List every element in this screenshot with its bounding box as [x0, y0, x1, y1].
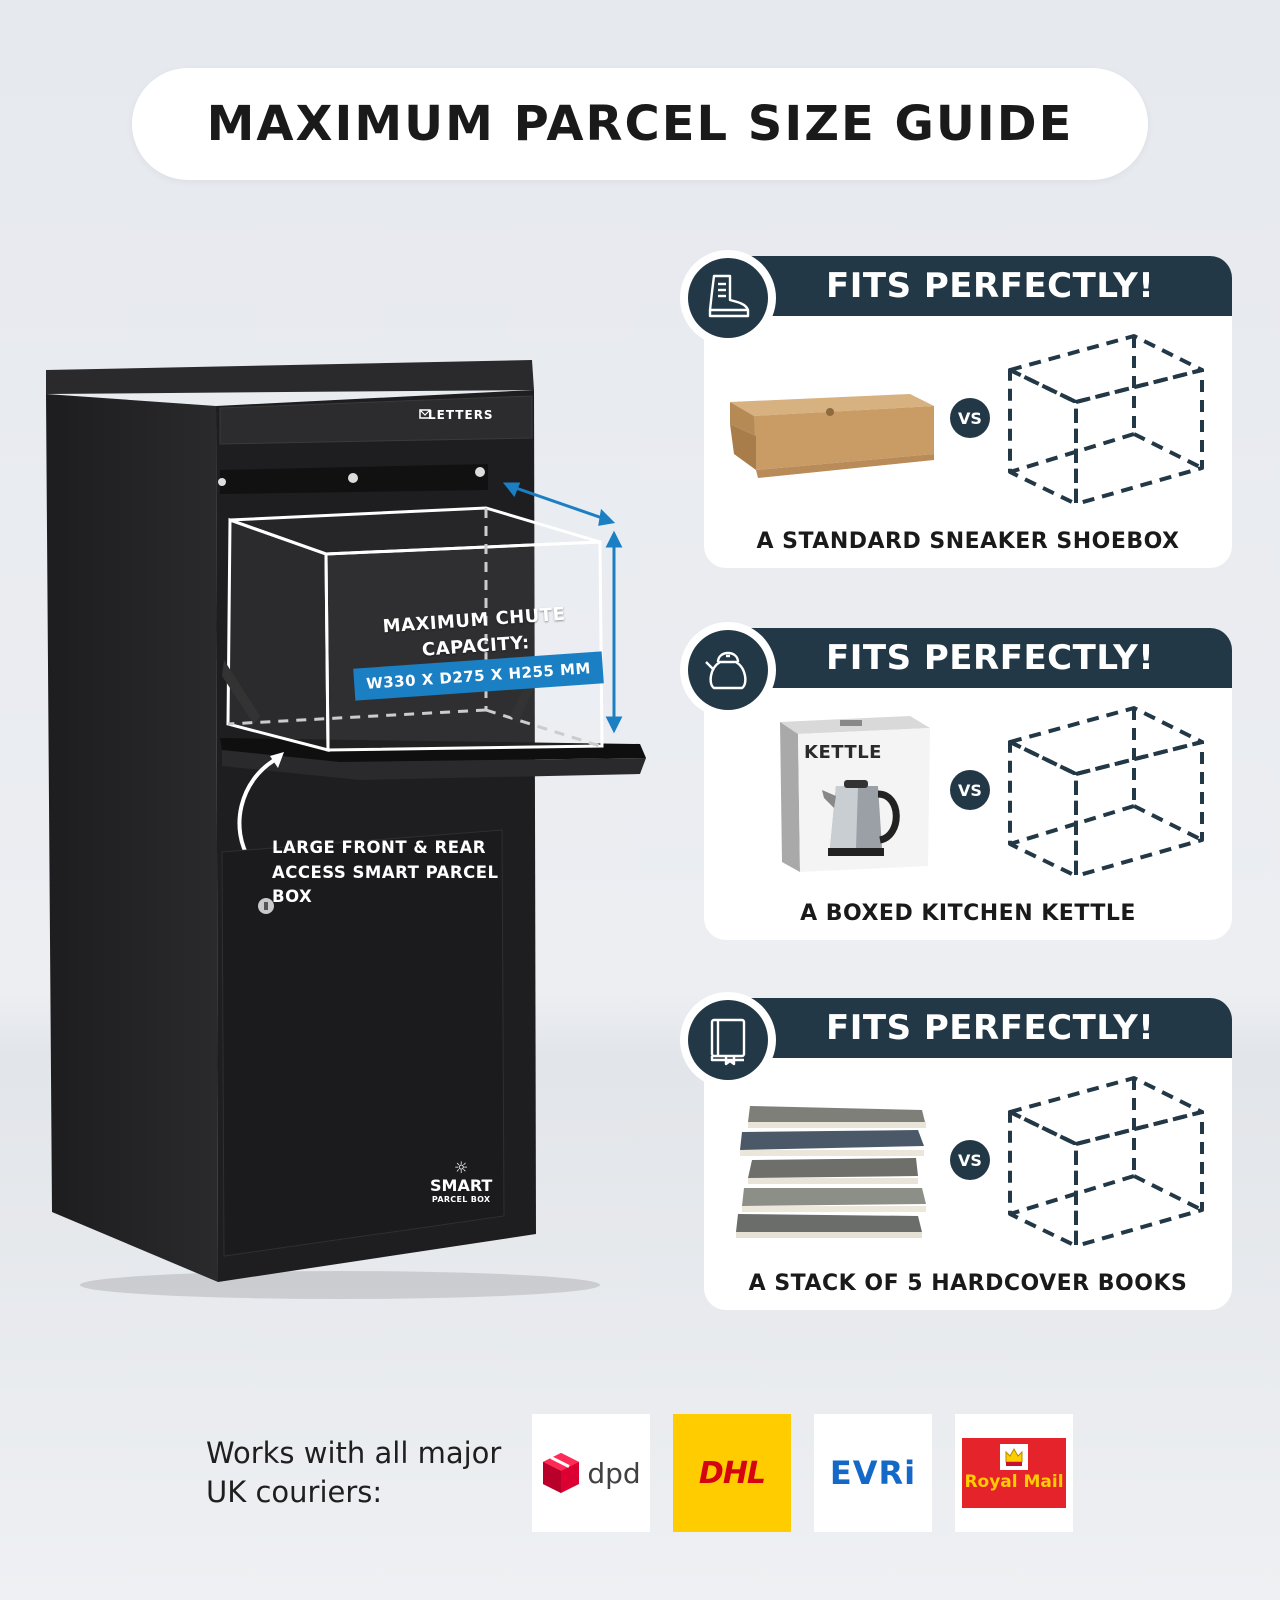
card-icon-circle — [680, 250, 776, 346]
kettle-box-image: KETTLE — [780, 716, 930, 878]
card-header: FITS PERFECTLY! — [704, 628, 1232, 688]
dpd-wordmark: dpd — [587, 1456, 641, 1490]
vs-badge: VS — [950, 1140, 990, 1180]
parcel-box-illustration: LETTERS MAXIMUM CHUTE CAPACITY: W330 X D… — [40, 360, 680, 1320]
page-title: MAXIMUM PARCEL SIZE GUIDE — [206, 96, 1074, 152]
royal-mail-badge: Royal Mail — [962, 1438, 1066, 1508]
kettle-box-label: KETTLE — [804, 742, 882, 763]
wireframe-box-icon — [1008, 1076, 1204, 1248]
shoebox-image — [730, 394, 934, 478]
card-icon-circle — [680, 622, 776, 718]
card-caption: A STACK OF 5 HARDCOVER BOOKS — [748, 1271, 1188, 1296]
vs-badge: VS — [950, 398, 990, 438]
fit-card-shoebox: FITS PERFECTLY! VS A STANDARD SNEAKER SH… — [704, 256, 1232, 568]
dpd-logo: dpd — [532, 1414, 650, 1532]
logo-line-2: PARCEL BOX — [431, 1195, 491, 1204]
card-header: FITS PERFECTLY! — [704, 998, 1232, 1058]
card-icon-circle — [680, 992, 776, 1088]
book-icon — [710, 1018, 746, 1066]
dpd-cube-icon — [543, 1453, 580, 1493]
wireframe-box-icon — [1008, 334, 1204, 506]
logo-line-1: SMART — [430, 1176, 493, 1195]
smart-parcel-box-logo: ☼ SMART PARCEL BOX — [430, 1160, 492, 1204]
kettle-icon — [705, 651, 747, 690]
fit-card-kettle: FITS PERFECTLY! KETTLE VS — [704, 628, 1232, 940]
boot-icon — [708, 274, 750, 318]
access-description: LARGE FRONT & REAR ACCESS SMART PARCEL B… — [272, 838, 499, 906]
lightbulb-icon: ☼ — [454, 1158, 469, 1177]
parcel-box-drawing — [46, 360, 646, 1299]
wireframe-box-icon — [1008, 706, 1204, 878]
title-banner: MAXIMUM PARCEL SIZE GUIDE — [132, 68, 1148, 180]
book-stack-image — [736, 1106, 926, 1238]
dhl-wordmark: DHL — [698, 1455, 766, 1491]
crown-icon — [1000, 1444, 1028, 1470]
card-caption: A BOXED KITCHEN KETTLE — [800, 901, 1136, 926]
royal-mail-wordmark: Royal Mail — [964, 1472, 1064, 1492]
royal-mail-logo: Royal Mail — [955, 1414, 1073, 1532]
vs-badge: VS — [950, 770, 990, 810]
couriers-text: Works with all major UK couriers: — [206, 1436, 502, 1509]
fit-card-books: FITS PERFECTLY! VS A STACK OF 5 HARDCOVE… — [704, 998, 1232, 1310]
card-header: FITS PERFECTLY! — [704, 256, 1232, 316]
dhl-logo: DHL — [673, 1414, 791, 1532]
evri-wordmark: EVRi — [829, 1454, 917, 1492]
letters-label: LETTERS — [428, 408, 494, 422]
evri-logo: EVRi — [814, 1414, 932, 1532]
card-caption: A STANDARD SNEAKER SHOEBOX — [756, 529, 1180, 554]
